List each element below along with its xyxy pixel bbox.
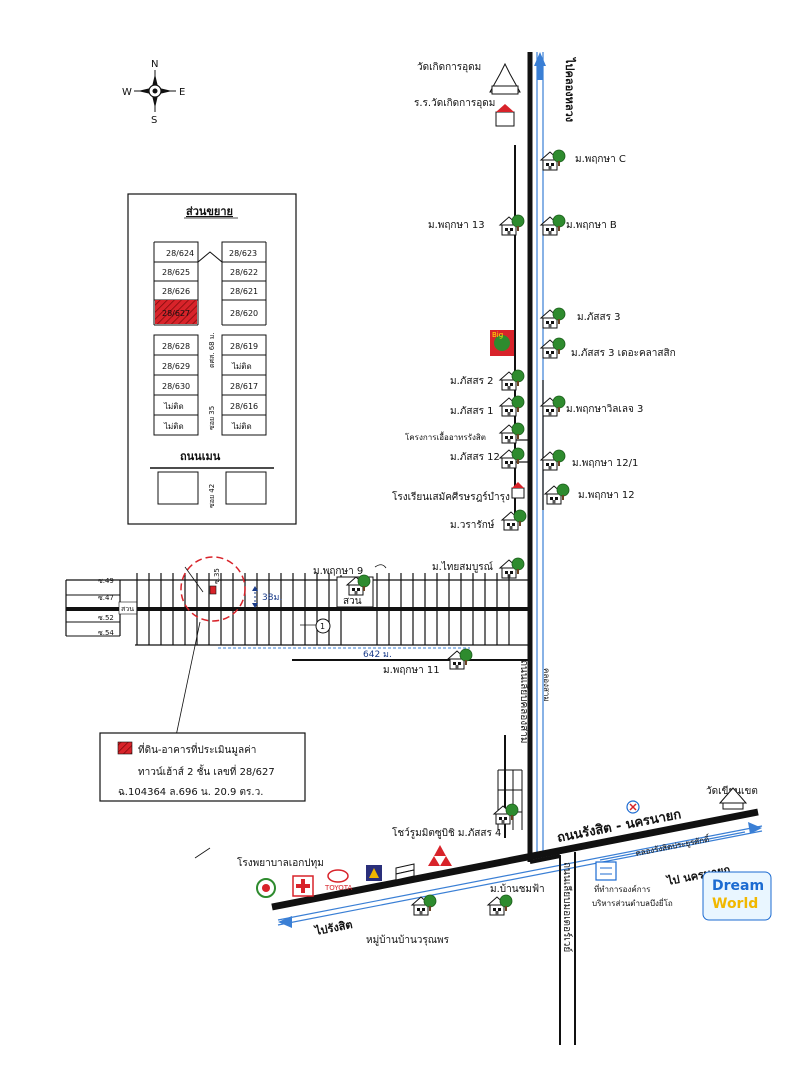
temple-top: วัดเกิดการอุดม [417, 62, 521, 95]
soi-42-label: ซอย 42 [208, 484, 216, 508]
school-top: ร.ร.วัดเกิดการอุดม [414, 98, 515, 127]
places-right: ม.พฤกษา C ม.พฤกษา 13 ม.พฤกษา B ม.ภัสสร 3… [392, 149, 676, 579]
bottom-landmarks: โชว์รูมมิตซูบิชิ ม.ภัสสร 4 โรงพยาบาลเอกป… [237, 785, 772, 946]
passorn-3-decor-label: ม.ภัสสร 3 เดอะคลาสสิก [571, 348, 676, 359]
subject-location-marker [209, 585, 217, 595]
legend-line-1: ที่ดิน-อาคารที่ประเมินมูลค่า [138, 742, 256, 756]
lot-br-2: 28/617 [230, 382, 258, 391]
compass-rose: N S E W [122, 59, 185, 126]
pruksa-c-label: ม.พฤกษา C [575, 154, 626, 165]
lane-label: ตศส. 68 ม. [208, 332, 216, 368]
lot-bl-0: 28/628 [162, 342, 190, 351]
lot-bl-3: ไม่ติด [163, 402, 184, 411]
passorn-3-label: ม.ภัสสร 3 [577, 312, 620, 323]
lot-tr-3: 28/620 [230, 309, 258, 318]
toyota-label: TOYOTA [324, 884, 353, 892]
lot-br-4: ไม่ติด [231, 422, 252, 431]
legend-line-2: ทาวน์เฮ้าส์ 2 ชั้น เลขที่ 28/627 [138, 764, 275, 778]
legend: ที่ดิน-อาคารที่ประเมินมูลค่า ทาวน์เฮ้าส์… [99, 732, 306, 802]
lot-tl-1: 28/625 [162, 268, 190, 277]
motorway-road: ถนนเลียบมอเตอร์เวย์ [529, 852, 576, 1045]
pruksa-13-label: ม.พฤกษา 13 [428, 220, 485, 231]
temple-top-label: วัดเกิดการอุดม [417, 62, 481, 73]
soi-35-label: ซอย 35 [208, 406, 216, 430]
inset-plan: ส่วนขยาย 28/624 28/625 28/626 28/627 28/… [127, 193, 297, 525]
subject-lot-highlight [155, 300, 197, 324]
lot-tl-3-subject: 28/627 [162, 309, 190, 318]
lot-tl-0: 28/624 [166, 249, 194, 258]
pruksa-12-1-label: ม.พฤกษา 12/1 [572, 458, 638, 469]
lot-bl-1: 28/629 [162, 362, 190, 371]
passorn-2-label: ม.ภัสสร 2 [450, 376, 493, 387]
showroom-label: โชว์รูมมิตซูบิชิ ม.ภัสสร 4 [392, 826, 501, 839]
garden-label: สวน [343, 596, 362, 607]
to-rangsit-label: ไปรังสิต [312, 917, 354, 938]
subdistrict-office-label: ที่ทำการองค์การ [594, 883, 651, 894]
pruksa-12-label: ม.พฤกษา 12 [578, 490, 635, 501]
soi-49-label: ซ.49 [98, 577, 114, 585]
dreamworld-word-2: World [712, 896, 758, 912]
soi-grid: ซ.49 ซ.47 ซ.52 ซ.54 สวน สวน ม.พฤกษา 9 [65, 556, 530, 737]
dreamworld-word-1: Dream [712, 878, 764, 894]
lot-br-1: ไม่ติด [231, 362, 252, 371]
lot-tl-2: 28/626 [162, 287, 190, 296]
compass-n: N [151, 59, 158, 70]
subdistrict-office2-label: บริหารส่วนตำบลบึงยี่โถ [592, 897, 673, 908]
rangsit-project-label: โครงการเอื้ออาทรรังสิต [405, 431, 486, 442]
pruksa-valley3-label: ม.พฤกษาวิลเลจ 3 [566, 404, 643, 415]
legend-line-3: ฉ.104364 ล.696 น. 20.9 ตร.ว. [118, 787, 263, 798]
soi-35-small-label: ซ.35 [213, 568, 221, 584]
distance-642: 642 ม. [363, 650, 392, 660]
baan-chomfa-label: ม.บ้านชมฟ้า [490, 883, 545, 895]
svg-text:Big: Big [492, 331, 503, 339]
compass-w: W [122, 87, 132, 98]
lot-bl-4: ไม่ติด [163, 422, 184, 431]
garden-small-label: สวน [121, 605, 134, 613]
lot-tr-2: 28/621 [230, 287, 258, 296]
khlong-sam-label: คลองสาม [542, 668, 551, 702]
passorn-1-label: ม.ภัสสร 1 [450, 406, 493, 417]
thaisomboon-label: ม.ไทยสมบูรณ์ [432, 561, 493, 573]
main-road-label: ถนนเมน [180, 450, 221, 463]
pruksa-b-label: ม.พฤกษา B [566, 220, 617, 231]
school-top-label: ร.ร.วัดเกิดการอุดม [414, 98, 495, 109]
subject-circle [180, 556, 246, 622]
compass-e: E [179, 87, 185, 98]
legend-swatch [117, 741, 133, 755]
soi-52-label: ซ.52 [98, 614, 114, 622]
lot-bl-2: 28/630 [162, 382, 190, 391]
lot-br-0: 28/619 [230, 342, 258, 351]
baan-worunporn-label: หมู่บ้านบ้านวรุณพร [366, 934, 450, 946]
ring-road-label: ถนนเลียบมอเตอร์เวย์ [561, 862, 573, 952]
lower-lanes [493, 735, 523, 838]
khlong-sam-road: ไปคลองหลวง ถนนเลียบคลองสาม คลองสาม [518, 52, 577, 862]
to-khlong-luang-label: ไปคลองหลวง [563, 56, 577, 122]
compass-s: S [151, 115, 157, 126]
lot-tr-0: 28/623 [229, 249, 257, 258]
lot-tr-1: 28/622 [230, 268, 258, 277]
pruksa-9-label: ม.พฤกษา 9 [313, 566, 363, 577]
dreamworld-logo: Dream World [702, 871, 772, 921]
soi-54-label: ซ.54 [98, 629, 114, 637]
vararak-label: ม.วรารักษ์ [450, 519, 495, 531]
passorn-12-label: ม.ภัสสร 12 [450, 452, 500, 463]
pruksa-11-label: ม.พฤกษา 11 [383, 665, 440, 676]
khlong-sam-side-label: ถนนเลียบคลองสาม [518, 660, 530, 744]
distance-38: 38ม. [262, 593, 282, 603]
hospital-label: โรงพยาบาลเอกปทุม [237, 856, 324, 869]
school-mid-label: โรงเรียนเสมัคศีรษรฎร์บำรุง [392, 490, 510, 503]
soi-47-label: ซ.47 [98, 594, 114, 602]
inset-title: ส่วนขยาย [186, 205, 233, 218]
lot-br-3: 28/616 [230, 402, 258, 411]
marker-one: 1 [320, 622, 325, 631]
